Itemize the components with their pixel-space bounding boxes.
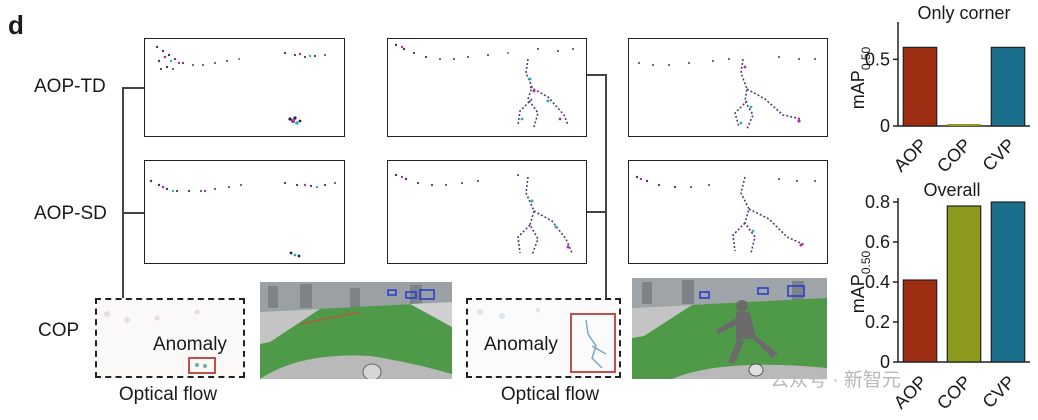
bar-cvp xyxy=(990,201,1026,363)
aop-td-frame-1 xyxy=(144,38,345,137)
watermark-text: 公众号 · 新智元 xyxy=(770,370,901,391)
aop-td-frame-3 xyxy=(628,38,828,137)
anomaly-label-right: Anomaly xyxy=(484,334,558,355)
event-scatter-sd-2 xyxy=(394,173,573,256)
aop-sd-frame-1 xyxy=(144,160,345,264)
bracket-line-middle xyxy=(605,74,607,298)
aop-sd-frame-3 xyxy=(628,160,828,264)
bar-aop xyxy=(902,46,938,127)
aop-sd-frame-2 xyxy=(387,160,587,264)
x-category-label: COP xyxy=(933,372,975,414)
bar-cvp xyxy=(990,46,1026,127)
y-axis-label: mAP0.50 xyxy=(848,46,873,109)
event-scatter-sd-3 xyxy=(635,175,816,254)
bracket-tick-td xyxy=(122,87,144,89)
event-scatter-sd-1 xyxy=(149,179,336,258)
event-scatter-td-3 xyxy=(638,56,816,130)
x-category-label: CVP xyxy=(979,372,1019,412)
aop-td-frame-2 xyxy=(387,38,587,137)
event-scatter-td-2 xyxy=(394,43,574,128)
chart-title: Only corner xyxy=(917,3,1010,23)
optical-flow-box-right: Anomaly xyxy=(466,298,621,378)
anomaly-box-right xyxy=(570,313,616,373)
y-tick-label: 0 xyxy=(880,352,890,372)
bar-cop xyxy=(946,205,982,363)
panel-letter: d xyxy=(8,10,24,40)
y-tick-label: 0.6 xyxy=(865,232,890,252)
x-category-label: CVP xyxy=(979,135,1019,175)
x-category-label: AOP xyxy=(890,135,931,176)
row-label-cop: COP xyxy=(38,320,80,341)
anomaly-label-left: Anomaly xyxy=(153,334,227,355)
bracket-tick-sd-2 xyxy=(585,211,607,213)
row-label-aop-sd: AOP-SD xyxy=(34,203,107,224)
scene-illustration-right xyxy=(632,278,827,379)
anomaly-box-left xyxy=(188,357,216,374)
caption-optical-flow-right: Optical flow xyxy=(500,384,600,405)
y-tick-label: 0.8 xyxy=(865,192,890,212)
y-tick-label: 0.4 xyxy=(865,272,890,292)
optical-flow-texture-left xyxy=(97,300,243,376)
x-category-label: COP xyxy=(933,135,975,177)
event-scatter-td-1 xyxy=(155,45,326,125)
bracket-tick-td-2 xyxy=(585,74,607,76)
scene-photo-right xyxy=(632,278,827,379)
chart-title: Overall xyxy=(923,180,980,200)
caption-optical-flow-left: Optical flow xyxy=(118,384,218,405)
y-axis-label: mAP0.50 xyxy=(848,250,873,313)
bar-aop xyxy=(902,279,938,363)
y-tick-label: 0.2 xyxy=(865,312,890,332)
row-label-aop-td: AOP-TD xyxy=(34,76,106,97)
optical-flow-texture-right xyxy=(468,300,619,376)
y-tick-label: 0 xyxy=(880,116,890,136)
scene-photo-left xyxy=(260,282,452,379)
y-tick-label: 0.5 xyxy=(865,49,890,69)
bracket-line-left xyxy=(122,87,124,298)
bracket-tick-sd xyxy=(122,212,144,214)
scene-illustration-left xyxy=(260,282,452,379)
optical-flow-box-left: Anomaly xyxy=(95,298,245,378)
